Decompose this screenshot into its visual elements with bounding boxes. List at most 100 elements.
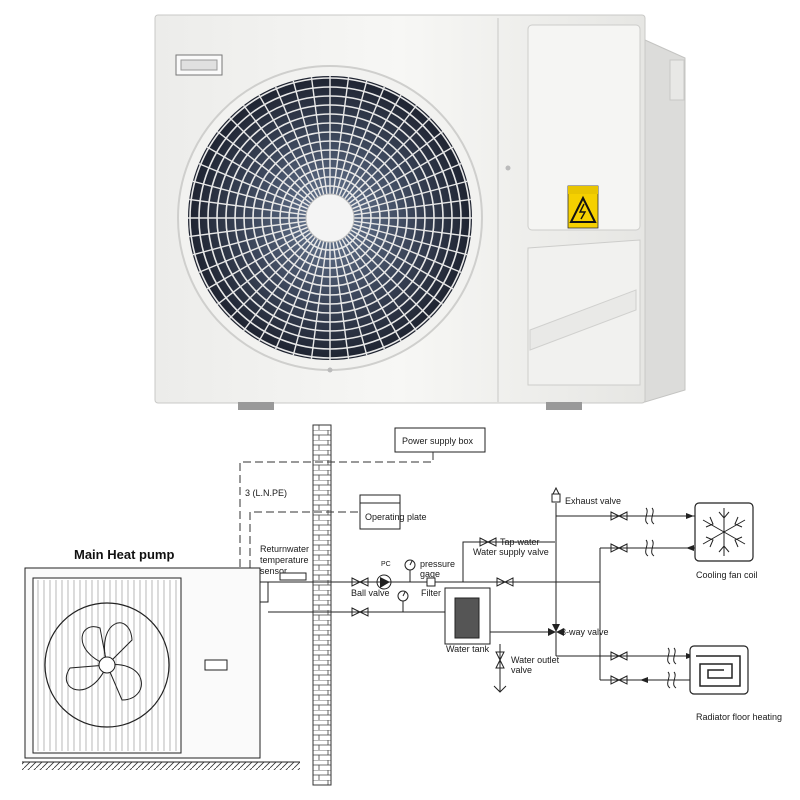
grille-spoke (189, 220, 307, 238)
gauge-icon (404, 559, 416, 582)
grille-spoke (198, 226, 309, 273)
cooling-fan-coil-label: Cooling fan coil (696, 570, 758, 580)
pipe-break-marks (645, 507, 677, 689)
grille-spoke (243, 104, 316, 200)
grille-spoke (275, 239, 322, 350)
grille-spoke (335, 241, 368, 356)
pc-label: PC (381, 561, 391, 568)
three-way-valve-label: 3-way valve (561, 627, 609, 637)
grille-spoke (341, 94, 402, 198)
grille-spoke (206, 146, 310, 207)
valve-icon (479, 537, 497, 547)
power-cable (239, 452, 434, 568)
filter-label: Filter (421, 588, 441, 598)
water-outlet-label-2: valve (511, 665, 532, 675)
ball-valve-label: Ball valve (351, 588, 390, 598)
exhaust-valve-label: Exhaust valve (565, 496, 621, 506)
operating-plate (359, 494, 401, 530)
grille-spoke (346, 117, 431, 202)
main-heat-pump-unit: Main Heat pump (24, 547, 269, 759)
grille-spoke (350, 146, 454, 207)
grille-spoke (351, 226, 462, 273)
pressure-gage-label-2: gage (420, 569, 440, 579)
grille-spoke (351, 163, 462, 210)
grille-spoke (275, 86, 322, 197)
heat-pump-unit-photo (154, 14, 686, 410)
pump-icon (376, 574, 392, 590)
tap-water-label-1: Tap-water (500, 537, 540, 547)
valve-icon (351, 607, 369, 617)
grille-spoke (353, 180, 468, 213)
grille-spoke (258, 94, 319, 198)
valve-icon (495, 651, 505, 669)
unit-side-handle (669, 59, 685, 101)
grille-spoke (229, 234, 314, 319)
radiator-floor-heating-label: Radiator floor heating (696, 712, 782, 722)
valve-icon (610, 675, 628, 685)
grille-spoke (338, 239, 385, 350)
pump-handle (204, 659, 228, 671)
valve-icon (610, 543, 628, 553)
grille-spoke (229, 117, 314, 202)
grille-spoke (258, 238, 319, 342)
grille-spoke (335, 80, 368, 195)
grille-spoke (346, 234, 431, 319)
unit-foot (546, 402, 582, 410)
grille-spoke (353, 198, 471, 216)
grille-spoke (216, 131, 312, 204)
grille-spoke (332, 241, 350, 359)
valve-icon (610, 511, 628, 521)
fan-hub (305, 193, 355, 243)
power-supply-box-label: Power supply box (402, 436, 474, 446)
sensor-label-line3: sensor (260, 566, 287, 576)
tap-water-pipe (462, 541, 555, 582)
grille-spoke (353, 223, 468, 256)
grille-spoke (344, 236, 417, 332)
valve-icon (610, 651, 628, 661)
grille-spoke (348, 232, 444, 305)
grille-spoke (192, 180, 307, 213)
grille-spoke (216, 232, 312, 305)
grille-spoke (243, 236, 316, 332)
grille-spoke (341, 238, 402, 342)
grille-spoke (292, 241, 325, 356)
sensor-label-line2: temperature (260, 555, 309, 565)
exhaust-valve (551, 493, 561, 503)
filter (426, 577, 436, 587)
pressure-gage-label-1: pressure (420, 559, 455, 569)
grille-spoke (353, 220, 471, 238)
warning-icon (567, 185, 599, 229)
grille-spoke (348, 131, 444, 204)
grille-spoke (310, 241, 328, 359)
grille-spoke (310, 77, 328, 195)
grille-spoke (189, 198, 307, 216)
sensor-label-line1: Returnwater (260, 544, 309, 554)
grille-spoke (192, 223, 307, 256)
fan-icon (65, 622, 142, 701)
unit-foot (238, 402, 274, 410)
water-tank-coil (454, 597, 480, 639)
pump-fan-ring (44, 602, 170, 728)
tap-water-label-2: Water supply valve (473, 547, 549, 557)
valve-icon (351, 577, 369, 587)
snowflake-icon (694, 502, 754, 562)
coil-icon (689, 645, 749, 695)
return-water-sensor (279, 572, 307, 581)
control-cable (249, 511, 360, 568)
main-heat-pump-label: Main Heat pump (74, 547, 174, 562)
gauge-icon (397, 590, 409, 612)
power-supply-box (394, 427, 486, 453)
grille-spoke (338, 86, 385, 197)
operating-plate-label: Operating plate (365, 512, 427, 522)
piping-diagram: Main Heat pump Power supply box 3 (L.N.P… (22, 424, 782, 786)
wiring-label: 3 (L.N.PE) (245, 488, 287, 498)
grille-spoke (198, 163, 309, 210)
grille-spoke (206, 229, 310, 290)
brick-wall (312, 424, 332, 786)
fan-grille (188, 76, 472, 360)
grille-spoke (332, 77, 350, 195)
grille-spoke (350, 229, 454, 290)
ground-hatch (22, 762, 300, 770)
